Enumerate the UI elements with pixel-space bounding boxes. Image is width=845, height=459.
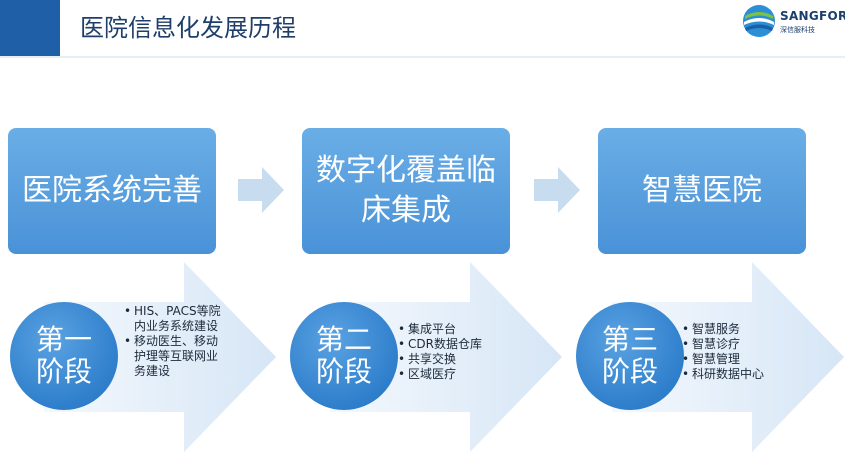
stage-circle-3: 第三 阶段	[576, 302, 684, 410]
list-item: 移动医生、移动护理等互联网业务建设	[124, 334, 224, 379]
stage-number: 第二	[315, 323, 372, 356]
list-item: 科研数据中心	[682, 367, 802, 382]
stage-word: 阶段	[35, 355, 92, 388]
logo-subtitle: 深信服科技	[780, 26, 815, 34]
list-item: CDR数据仓库	[398, 337, 518, 352]
arrow-right-icon	[534, 167, 580, 213]
logo-name: SANGFOR	[780, 9, 845, 23]
stage-circle-1: 第一 阶段	[10, 302, 118, 410]
list-item: 集成平台	[398, 322, 518, 337]
list-item: HIS、PACS等院内业务系统建设	[124, 304, 224, 334]
arrow-right-icon	[238, 167, 284, 213]
stage-3-bullets: 智慧服务 智慧诊疗 智慧管理 科研数据中心	[682, 322, 802, 382]
header-accent-bar	[0, 0, 60, 56]
page-title: 医院信息化发展历程	[80, 14, 296, 42]
sangfor-logo-icon	[743, 5, 775, 37]
list-item: 智慧服务	[682, 322, 802, 337]
stage-number: 第一	[35, 323, 92, 356]
stage-word: 阶段	[315, 355, 372, 388]
stage-word: 阶段	[601, 355, 658, 388]
phase-box-1: 医院系统完善	[8, 128, 216, 254]
list-item: 区域医疗	[398, 367, 518, 382]
list-item: 智慧管理	[682, 352, 802, 367]
sangfor-logo: SANGFOR 深信服科技	[742, 4, 845, 40]
list-item: 共享交换	[398, 352, 518, 367]
stage-2-bullets: 集成平台 CDR数据仓库 共享交换 区域医疗	[398, 322, 518, 382]
phase-box-3: 智慧医院	[598, 128, 806, 254]
stage-number: 第三	[601, 323, 658, 356]
header-divider	[0, 56, 845, 58]
phase-box-2: 数字化覆盖临床集成	[302, 128, 510, 254]
stage-circle-2: 第二 阶段	[290, 302, 398, 410]
stage-1-bullets: HIS、PACS等院内业务系统建设 移动医生、移动护理等互联网业务建设	[124, 304, 224, 379]
list-item: 智慧诊疗	[682, 337, 802, 352]
